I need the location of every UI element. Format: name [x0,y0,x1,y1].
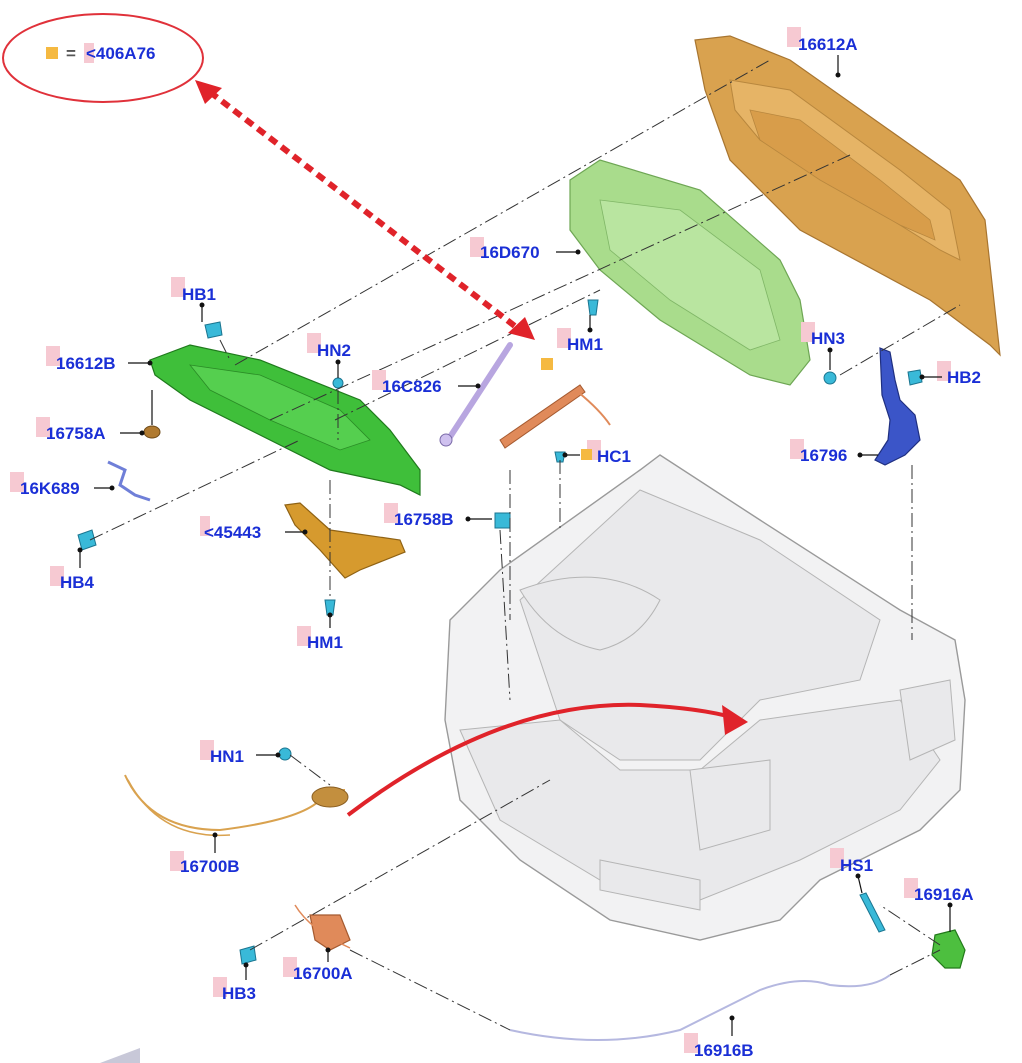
callout-hn1: HN1 [210,747,244,766]
corner-arrow-icon [100,1048,140,1063]
cowl-panel[interactable] [149,344,421,496]
release-cable-rear[interactable] [509,974,891,1041]
bolt-hb4-icon [77,529,97,551]
callout-16c826: 16C826 [382,377,442,396]
callout-16758a: 16758A [46,424,106,443]
callout-hb4: HB4 [60,573,95,592]
bolt-hb2-icon [907,369,923,386]
legend-highlight-circle [2,13,204,103]
hood-seal-strip[interactable] [499,358,611,449]
legend-code: <406A76 [86,44,155,63]
dotted-link-arrow [208,89,522,333]
hood-prop-rod[interactable] [439,342,513,447]
bolt-hb1-icon [204,321,223,339]
clip-hc1-icon [554,451,566,463]
release-handle[interactable] [931,929,966,969]
legend-marker-icon [46,47,58,59]
pin-hm1-upper-icon [587,299,599,316]
callout-hm1-lower: HM1 [307,633,343,652]
bumper-16758a-icon [143,425,161,439]
callout-16612b: 16612B [56,354,116,373]
cable-guide[interactable] [107,460,151,502]
callout-hb2: HB2 [947,368,981,387]
callout-hn2: HN2 [317,341,351,360]
callout-16d670: 16D670 [480,243,540,262]
callout-16700a: 16700A [293,964,353,983]
hood-insulator[interactable] [569,159,811,386]
vehicle-front-body [444,454,966,941]
nut-hn1-icon [278,747,292,761]
callouts: 16612A 16D670 HB1 HM1 HN3 16612B HN2 16C… [10,27,981,1060]
callout-hb3: HB3 [222,984,256,1003]
hood-panel[interactable] [694,35,1001,357]
callout-hm1-upper: HM1 [567,335,603,354]
callout-hs1: HS1 [840,856,873,875]
nut-hn2-icon [332,377,344,389]
hood-latch[interactable] [294,904,351,951]
alignment-lines [89,59,961,1031]
callout-16796: 16796 [800,446,847,465]
legend: = <406A76 [46,43,155,63]
callout-16700b: 16700B [180,857,240,876]
callout-45443: <45443 [204,523,261,542]
callout-hn3: HN3 [811,329,845,348]
callout-hb1: HB1 [182,285,216,304]
clip-16758b-icon [494,512,511,529]
callout-16k689: 16K689 [20,479,80,498]
legend-highlight [2,13,535,340]
routing-arrow [346,702,748,817]
hood-hinge[interactable] [874,347,921,466]
callout-16758b: 16758B [394,510,454,529]
screw-hs1-icon [859,892,886,933]
callout-16916a: 16916A [914,885,974,904]
fasteners [77,299,923,965]
callout-hc1: HC1 [597,447,631,466]
pin-hm1-lower-icon [324,599,336,616]
bolt-hb3-icon [239,945,257,965]
release-cable-front[interactable] [124,774,349,837]
callout-16916b: 16916B [694,1041,754,1060]
legend-equals: = [66,44,76,63]
hood-bracket[interactable] [284,502,406,579]
legend-marker-icon [541,358,553,370]
nut-hn3-icon [823,371,837,385]
callout-16612a: 16612A [798,35,858,54]
